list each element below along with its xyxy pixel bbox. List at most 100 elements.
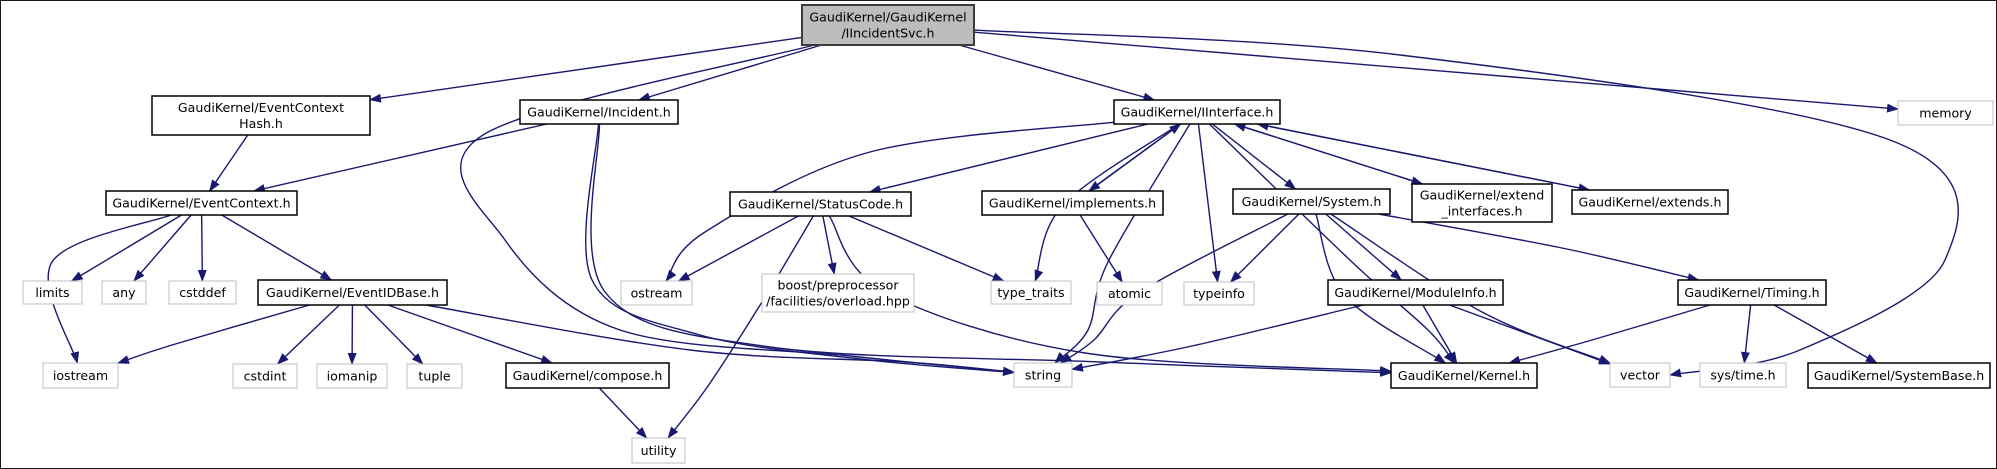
node-label: GaudiKernel/GaudiKernel	[809, 10, 966, 25]
graph-node-kernel[interactable]: GaudiKernel/Kernel.h	[1390, 362, 1538, 389]
edge-ectx-iostream	[47, 214, 172, 364]
node-label: any	[112, 285, 136, 300]
edge-eventid-tuple	[364, 304, 424, 365]
node-label: GaudiKernel/EventIDBase.h	[266, 285, 439, 300]
edge-incident-ectx	[252, 123, 547, 193]
node-box	[990, 280, 1072, 305]
node-box	[631, 437, 686, 464]
graph-node-ectx[interactable]: GaudiKernel/EventContext.h	[105, 190, 298, 216]
graph-node-moduleinfo[interactable]: GaudiKernel/ModuleInfo.h	[1327, 279, 1504, 306]
node-box[interactable]	[1571, 189, 1729, 215]
graph-node-typeinfo: typeinfo	[1183, 281, 1255, 306]
node-box[interactable]	[729, 191, 912, 217]
edge-system-moduleinfo	[1325, 213, 1402, 281]
edge-timing-kernel	[1508, 304, 1711, 365]
graph-node-cstddef: cstddef	[168, 280, 237, 305]
graph-node-extifc[interactable]: GaudiKernel/extend_interfaces.h	[1411, 183, 1553, 223]
node-label: type_traits	[997, 285, 1064, 300]
edge-root-iinterface	[958, 44, 1156, 102]
node-label: Hash.h	[239, 116, 283, 131]
edge-moduleinfo-kernel	[1422, 304, 1458, 364]
node-label: limits	[35, 285, 69, 300]
edge-eventid-string	[425, 304, 1015, 376]
graph-node-system[interactable]: GaudiKernel/System.h	[1232, 188, 1391, 215]
node-label: tuple	[418, 369, 450, 384]
node-label: string	[1025, 368, 1061, 383]
node-box[interactable]	[257, 279, 448, 306]
graph-node-statuscode[interactable]: GaudiKernel/StatusCode.h	[729, 191, 912, 217]
node-box	[232, 363, 298, 389]
graph-node-iinterface[interactable]: GaudiKernel/IInterface.h	[1113, 99, 1281, 125]
node-box[interactable]	[1390, 362, 1538, 389]
graph-node-typetraits: type_traits	[990, 280, 1072, 305]
node-label: GaudiKernel/Kernel.h	[1398, 368, 1530, 383]
edge-moduleinfo-string	[1071, 304, 1364, 372]
graph-node-compose[interactable]: GaudiKernel/compose.h	[505, 362, 670, 389]
edge-implements-iinterface	[1088, 123, 1182, 192]
node-label: GaudiKernel/Incident.h	[527, 105, 671, 120]
node-label: atomic	[1108, 286, 1151, 301]
node-label: GaudiKernel/SystemBase.h	[1814, 368, 1984, 383]
graph-node-cstdint: cstdint	[232, 363, 298, 389]
node-label: GaudiKernel/EventContext	[178, 100, 344, 115]
graph-node-extends[interactable]: GaudiKernel/extends.h	[1571, 189, 1729, 215]
node-label: sys/time.h	[1710, 368, 1775, 383]
graph-node-memory: memory	[1897, 100, 1994, 126]
edge-root-vector	[973, 29, 1959, 378]
node-label: GaudiKernel/System.h	[1242, 194, 1382, 209]
edge-eventid-compose	[387, 304, 554, 364]
node-box	[22, 280, 83, 305]
edge-ectx-eventid	[221, 214, 333, 281]
node-box[interactable]	[1677, 279, 1827, 306]
node-box	[1096, 281, 1163, 306]
node-label: GaudiKernel/ModuleInfo.h	[1334, 285, 1496, 300]
graph-node-implements[interactable]: GaudiKernel/implements.h	[981, 190, 1164, 216]
graph-node-limits: limits	[22, 280, 83, 305]
graph-node-string: string	[1013, 362, 1073, 388]
node-box[interactable]	[105, 190, 298, 216]
edge-iinterface-statuscode	[868, 123, 1149, 194]
node-box[interactable]	[151, 95, 371, 136]
edge-extifc-iinterface	[1233, 123, 1423, 185]
graph-node-eventid[interactable]: GaudiKernel/EventIDBase.h	[257, 279, 448, 306]
graph-node-any: any	[101, 280, 147, 305]
node-label: iostream	[53, 368, 108, 383]
node-box[interactable]	[1232, 188, 1391, 215]
edge-root-memory	[973, 31, 1899, 113]
edge-timing-systembase	[1773, 304, 1878, 364]
graph-node-iomanip: iomanip	[316, 363, 388, 389]
node-box[interactable]	[1411, 183, 1553, 223]
node-box[interactable]	[1327, 279, 1504, 306]
edge-moduleinfo-vector	[1449, 304, 1611, 365]
edge-statuscode-ostream	[677, 215, 799, 282]
node-box[interactable]	[1807, 362, 1991, 389]
graph-node-timing[interactable]: GaudiKernel/Timing.h	[1677, 279, 1827, 306]
node-box	[101, 280, 147, 305]
graph-node-incident[interactable]: GaudiKernel/Incident.h	[519, 99, 679, 125]
node-box[interactable]	[505, 362, 670, 389]
node-box[interactable]	[1113, 99, 1281, 125]
edge-root-ech	[369, 36, 803, 103]
edge-system-typeinfo	[1229, 213, 1300, 283]
node-label: GaudiKernel/implements.h	[989, 196, 1156, 211]
node-box	[1609, 362, 1671, 388]
edge-iinterface-system	[1211, 123, 1297, 190]
node-label: memory	[1919, 106, 1972, 121]
node-box	[1013, 362, 1073, 388]
graph-node-systembase[interactable]: GaudiKernel/SystemBase.h	[1807, 362, 1991, 389]
node-box[interactable]	[981, 190, 1164, 216]
edge-ectx-limits	[70, 214, 182, 282]
node-box	[1183, 281, 1255, 306]
node-box	[168, 280, 237, 305]
edge-extends-iinterface	[1256, 121, 1590, 191]
graph-node-ostream: ostream	[620, 280, 693, 306]
node-box[interactable]	[519, 99, 679, 125]
edge-ectx-any	[133, 214, 192, 282]
node-label: typeinfo	[1193, 286, 1245, 301]
node-box	[1897, 100, 1994, 126]
node-box	[316, 363, 388, 389]
node-label: GaudiKernel/Timing.h	[1684, 285, 1819, 300]
